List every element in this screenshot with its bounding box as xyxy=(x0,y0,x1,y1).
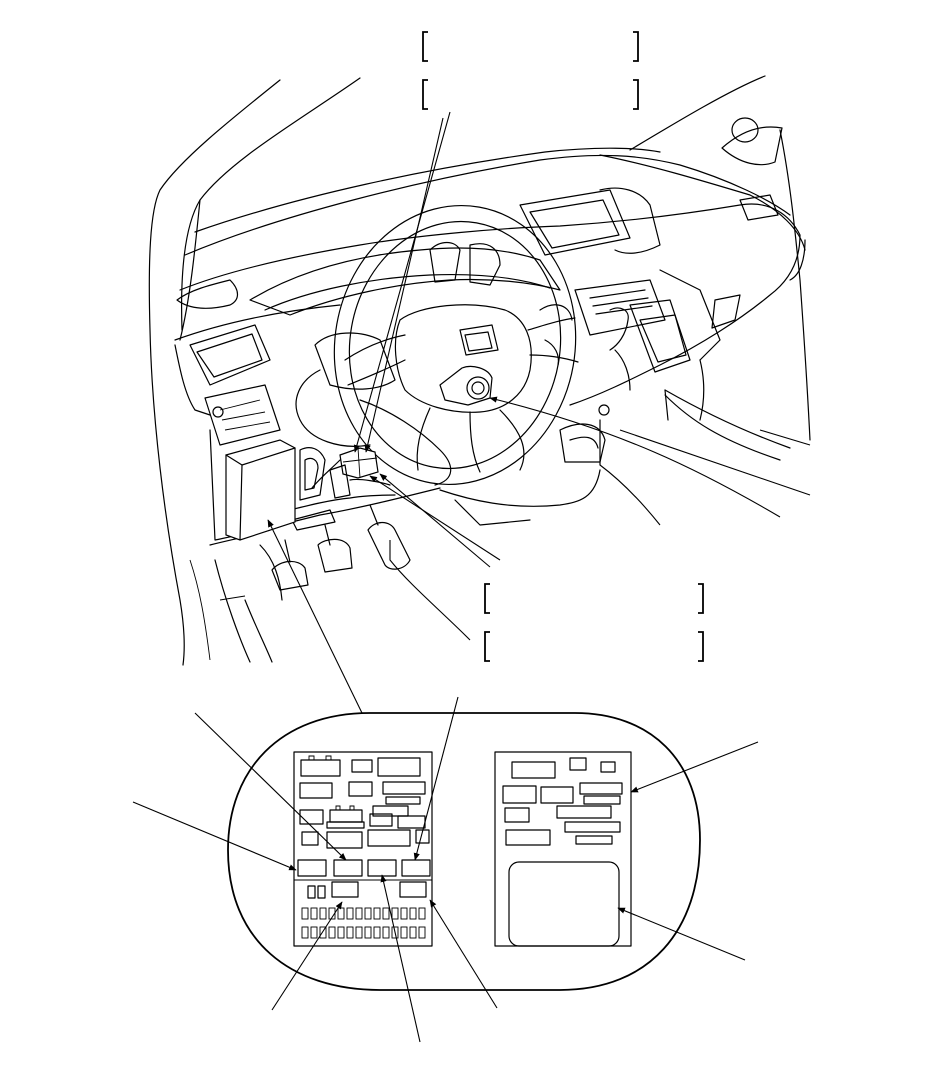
leader-lines-top xyxy=(353,111,811,641)
callout-bracket-mid-2 xyxy=(484,631,704,662)
car-interior-illustration xyxy=(148,75,811,666)
fuse-box-detail xyxy=(132,696,759,1043)
fuse-box-cover xyxy=(494,751,632,947)
fuse-panel xyxy=(293,751,433,947)
relay-block xyxy=(311,447,379,489)
callout-bracket-top-1 xyxy=(422,31,639,62)
under-dash-fuse-box xyxy=(225,439,296,541)
callout-bracket-mid-1 xyxy=(484,583,704,614)
fuse-row-1 xyxy=(301,907,426,920)
leader-fuse-box-to-detail xyxy=(267,519,363,714)
fuse-row-2 xyxy=(301,926,426,939)
callout-bracket-top-2 xyxy=(422,79,639,110)
